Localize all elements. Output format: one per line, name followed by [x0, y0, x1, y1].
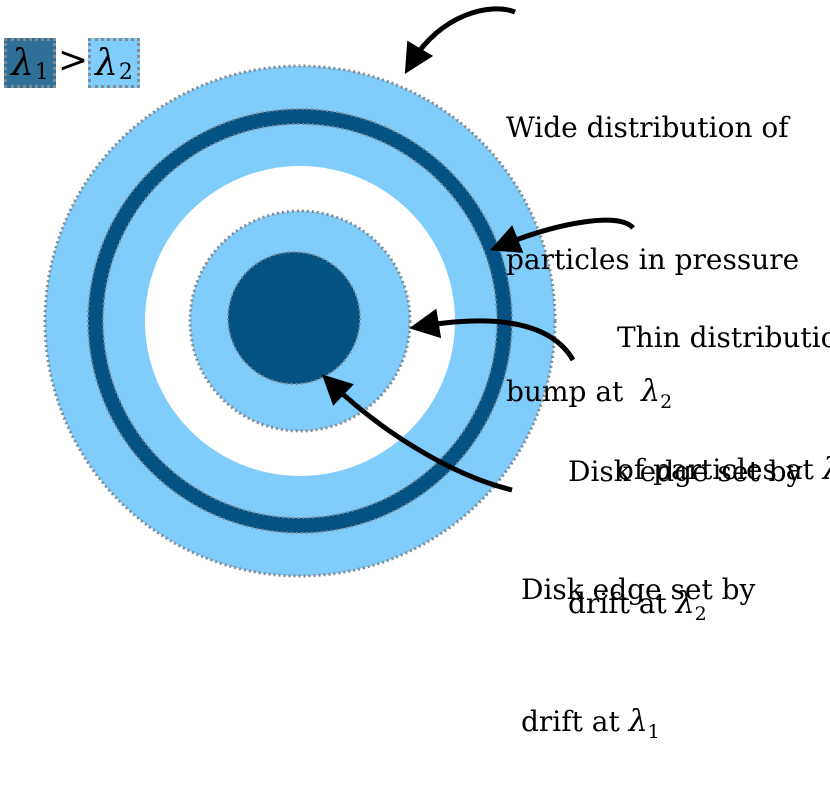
inner-disk-lambda1: [227, 251, 361, 385]
label-thin-symbol: λ: [823, 452, 830, 487]
label-thin-line2-row: of particles at λ1: [617, 448, 830, 495]
arrow-edge1: [321, 374, 513, 493]
label-disk-edge-lambda1: Disk edge set by drift at λ1: [521, 480, 755, 791]
legend-lambda1-sub: 1: [34, 59, 49, 85]
label-edge2-line1: Disk edge set by: [568, 455, 803, 488]
label-wide-line1: Wide distribution of: [506, 111, 789, 144]
label-wide-distribution: Wide distribution of particles in pressu…: [506, 18, 799, 461]
label-edge1-line1: Disk edge set by: [521, 573, 756, 606]
arrow-thin: [490, 217, 635, 253]
legend-lambda2-symbol: λ: [95, 42, 118, 84]
label-thin-line1: Thin distribution: [617, 321, 830, 354]
disk-diagram: [43, 6, 635, 578]
label-thin-line2: of particles at: [617, 453, 814, 486]
label-wide-sub: 2: [660, 391, 673, 413]
legend-lambda1-symbol: λ: [11, 42, 34, 84]
label-edge1-line2-row: drift at λ1: [521, 700, 755, 747]
label-edge1-sub: 1: [647, 721, 660, 743]
arrow-edge2: [409, 308, 576, 362]
label-edge1-line2: drift at: [521, 705, 620, 738]
legend-lambda2-sub: 2: [118, 59, 133, 85]
label-wide-line3: bump at: [506, 375, 624, 408]
label-wide-symbol: λ: [641, 374, 661, 409]
legend-relation: >: [58, 40, 89, 81]
label-wide-line2: particles in pressure: [506, 243, 800, 276]
arrow-wide: [404, 6, 516, 75]
label-edge1-symbol: λ: [628, 704, 648, 739]
label-thin-distribution: Thin distribution of particles at λ1: [617, 228, 830, 539]
label-wide-line3-row: bump at λ2: [506, 370, 799, 417]
